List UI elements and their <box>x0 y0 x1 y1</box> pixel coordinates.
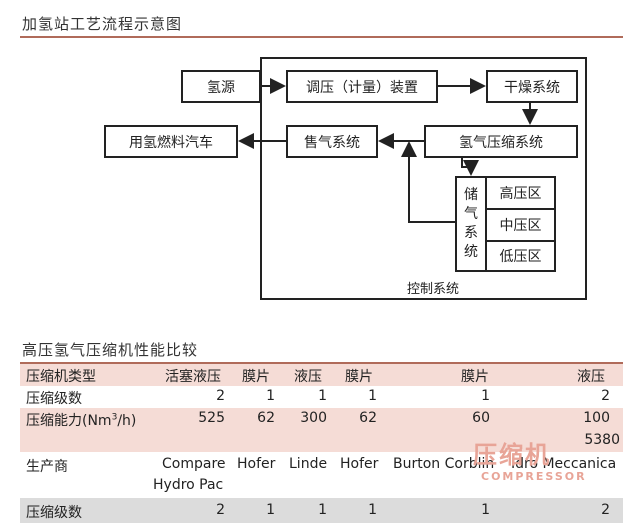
header-cell: 液压 <box>294 369 322 385</box>
table-cell: Linde <box>289 456 328 472</box>
dryer-label: 干燥系统 <box>504 79 560 96</box>
table-cell: 525 <box>198 410 225 426</box>
arrow-storage-dispense <box>401 141 455 223</box>
table-header-row: 压缩机类型 活塞液压 膜片 液压 膜片 膜片 液压 <box>20 364 623 386</box>
table-cell: 60 <box>472 410 490 426</box>
table-cell: 100 <box>583 410 610 426</box>
table-cell: 1 <box>481 388 490 404</box>
storage-char-2: 气 <box>464 206 478 222</box>
watermark-logo: 压缩机 COMPRESSOR <box>473 435 603 483</box>
row-label: 生产商 <box>26 459 68 475</box>
table-cell: 62 <box>359 410 377 426</box>
control-system-frame <box>260 57 587 300</box>
dispense-box: 售气系统 <box>286 125 378 158</box>
dryer-box: 干燥系统 <box>486 70 578 103</box>
row-label: 压缩级数 <box>26 505 82 521</box>
header-cell: 活塞液压 <box>165 369 221 385</box>
table-cell: 1 <box>266 388 275 404</box>
row-label: 压缩能力(Nm3/h) <box>26 410 136 430</box>
header-cell: 膜片 <box>461 369 489 385</box>
table-cell: 1 <box>318 388 327 404</box>
fuel-vehicle-box: 用氢燃料汽车 <box>104 125 238 158</box>
high-zone-label: 高压区 <box>499 186 542 202</box>
arrow-compressor-storage <box>461 158 479 176</box>
table-cell: 1 <box>266 502 275 518</box>
table-cell: Idro Meccanica <box>511 456 617 472</box>
table-cell: 1 <box>481 502 490 518</box>
watermark-subtext: COMPRESSOR <box>481 470 587 483</box>
table-cell: Hofer <box>340 456 379 472</box>
header-cell: 膜片 <box>242 369 270 385</box>
table-cell: 2 <box>216 388 225 404</box>
hydrogen-source-box: 氢源 <box>181 70 261 103</box>
table-title-rule <box>20 362 623 364</box>
table-cell: 62 <box>257 410 275 426</box>
title-rule <box>20 36 623 38</box>
table-cell: 2 <box>601 502 610 518</box>
mid-zone-label: 中压区 <box>499 218 542 234</box>
compressor-box: 氢气压缩系统 <box>424 125 578 158</box>
regulator-box: 调压（计量）装置 <box>286 70 438 103</box>
table-cell: 300 <box>300 410 327 426</box>
header-cell: 液压 <box>577 369 605 385</box>
header-cell: 膜片 <box>345 369 373 385</box>
regulator-label: 调压（计量）装置 <box>306 79 418 96</box>
table-row: 压缩级数 2 1 1 1 1 2 <box>20 386 623 408</box>
watermark-text: 压缩机 <box>473 441 551 469</box>
capacity-tail: /h) <box>117 413 137 429</box>
table-cell: Hofer <box>237 456 276 472</box>
table-cell: Burton Corblin <box>393 456 495 472</box>
table-cell: Hydro Pac <box>153 477 224 493</box>
low-zone-box: 低压区 <box>485 240 556 272</box>
table-row: 压缩能力(Nm3/h) 525 62 300 62 60 100 5380 <box>20 408 623 452</box>
row-label: 压缩级数 <box>26 391 82 407</box>
hydrogen-source-label: 氢源 <box>207 79 235 96</box>
table-cell: 5380 <box>584 432 620 448</box>
table-cell: 1 <box>368 388 377 404</box>
table-row: 压缩级数 2 1 1 1 1 2 <box>20 498 623 523</box>
compressor-label: 氢气压缩系统 <box>459 134 543 151</box>
dispense-label: 售气系统 <box>304 134 360 151</box>
table-cell: Compare <box>162 456 226 472</box>
capacity-label: 压缩能力(Nm <box>26 413 112 429</box>
header-cell: 压缩机类型 <box>26 369 96 385</box>
storage-char-3: 系 <box>464 225 478 241</box>
table-cell: 1 <box>368 502 377 518</box>
low-zone-label: 低压区 <box>499 249 542 265</box>
compressor-table: 压缩机类型 活塞液压 膜片 液压 膜片 膜片 液压 压缩级数 2 1 1 1 1… <box>20 364 623 523</box>
table-title: 高压氢气压缩机性能比较 <box>22 341 199 359</box>
control-label: 控制系统 <box>406 282 459 297</box>
table-cell: 2 <box>216 502 225 518</box>
diagram-title: 加氢站工艺流程示意图 <box>22 15 183 33</box>
storage-char-4: 统 <box>464 244 478 260</box>
table-row: 生产商 Compare Hydro Pac Hofer Linde Hofer … <box>20 452 623 498</box>
capacity-sup: 3 <box>111 412 118 423</box>
fuel-vehicle-label: 用氢燃料汽车 <box>129 134 213 151</box>
table-cell: 2 <box>601 388 610 404</box>
table-cell: 1 <box>318 502 327 518</box>
storage-char-1: 储 <box>464 187 478 203</box>
